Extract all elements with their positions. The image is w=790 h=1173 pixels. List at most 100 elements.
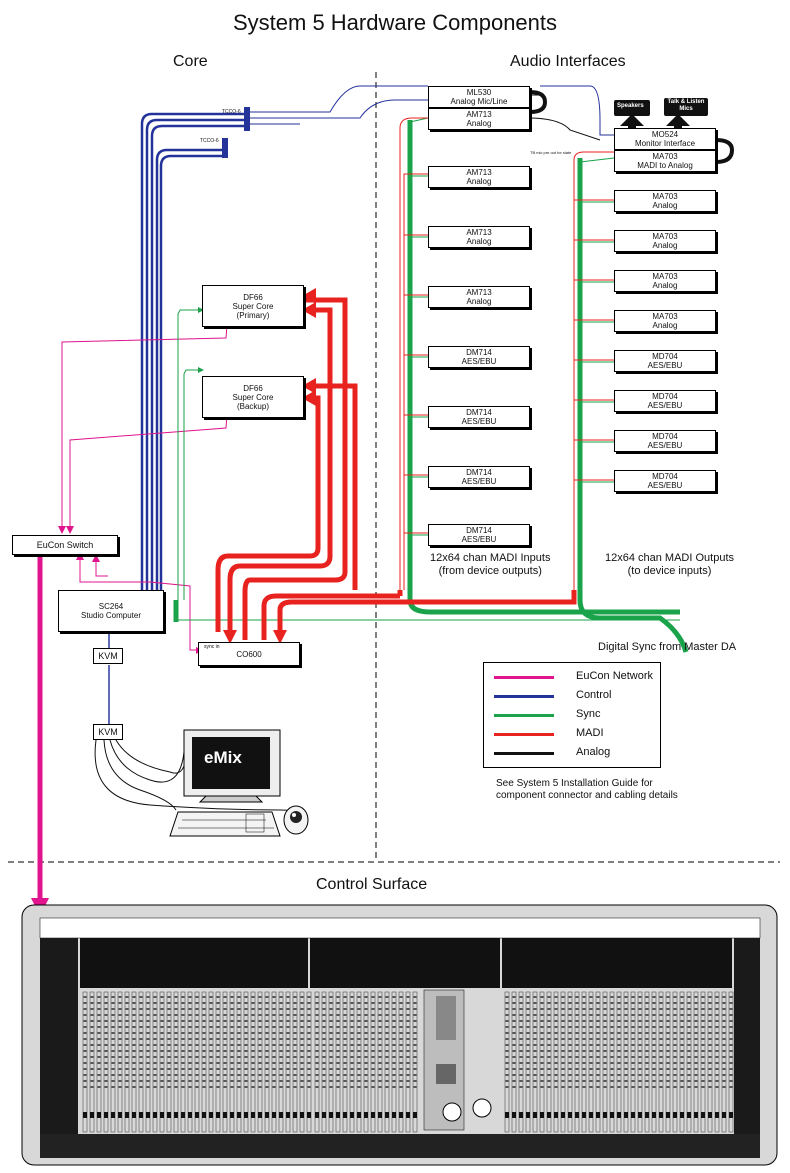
channel-strip <box>131 991 137 1133</box>
channel-strip <box>602 991 608 1133</box>
channel-strip <box>243 991 249 1133</box>
fader-cap <box>392 1112 396 1118</box>
fader-cap <box>216 1112 220 1118</box>
channel-strip <box>208 991 214 1133</box>
madi-outputs-line2: (to device inputs) <box>627 565 712 577</box>
channel-strip <box>138 991 144 1133</box>
eucon-switch-box: EuCon Switch <box>12 535 118 555</box>
audio-unit-right-model: MD704 <box>652 432 678 441</box>
fader-cap <box>399 1112 403 1118</box>
audio-unit-right-model: MA703 <box>652 272 678 281</box>
fader-cap <box>554 1112 558 1118</box>
channel-strip <box>328 991 334 1133</box>
audio-unit-left-model: DM714 <box>466 348 492 357</box>
fader-cap <box>97 1112 101 1118</box>
channel-strips <box>82 991 734 1133</box>
audio-unit-left-model: DM714 <box>466 408 492 417</box>
channel-strip <box>110 991 116 1133</box>
fader-cap <box>540 1112 544 1118</box>
df66-backup-role: (Backup) <box>236 401 269 411</box>
channel-strip <box>89 991 95 1133</box>
channel-strip <box>321 991 327 1133</box>
channel-strip <box>384 991 390 1133</box>
channel-strip <box>363 991 369 1133</box>
co600-label: CO600 <box>236 649 262 659</box>
df66-backup-name: Super Core <box>232 392 274 402</box>
fader-cap <box>237 1112 241 1118</box>
channel-strip <box>285 991 291 1133</box>
df66-primary-name: Super Core <box>232 301 274 311</box>
audio-unit-left-type: AES/EBU <box>461 357 497 366</box>
control-surface-section-label: Control Surface <box>316 876 428 893</box>
audio-unit-right-model: MD704 <box>652 352 678 361</box>
audio-unit-right-type: Analog <box>652 241 678 250</box>
channel-strip <box>665 991 671 1133</box>
fader-cap <box>181 1112 185 1118</box>
sc264-name: Studio Computer <box>80 611 142 620</box>
legend-row: MADI <box>484 726 660 742</box>
emix-monitor <box>183 729 281 803</box>
fader-cap <box>645 1112 649 1118</box>
audio-unit-right-model: MA703 <box>652 232 678 241</box>
audio-unit-right-model: MD704 <box>652 472 678 481</box>
channel-strip <box>236 991 242 1133</box>
talk-listen-label: Talk & Listen Mics <box>667 99 705 112</box>
audio-unit-right-type: Analog <box>652 321 678 330</box>
fader-cap <box>293 1112 297 1118</box>
audio-unit-left-type: AES/EBU <box>461 477 497 486</box>
channel-strip <box>630 991 636 1133</box>
legend-label: Control <box>576 689 612 701</box>
channel-strip <box>595 991 601 1133</box>
fader-cap <box>258 1112 262 1118</box>
fader-cap <box>582 1112 586 1118</box>
legend-swatch <box>494 752 554 755</box>
channel-strip <box>222 991 228 1133</box>
fader-cap <box>167 1112 171 1118</box>
fader-cap <box>265 1112 269 1118</box>
fader-cap <box>202 1112 206 1118</box>
audio-unit-left-model: ML530 <box>466 88 492 97</box>
fader-cap <box>174 1112 178 1118</box>
audio-interfaces-section-label: Audio Interfaces <box>510 53 626 70</box>
fader-cap <box>209 1112 213 1118</box>
df66-primary-role: (Primary) <box>236 310 270 320</box>
channel-strip <box>335 991 341 1133</box>
fader-cap <box>272 1112 276 1118</box>
fader-cap <box>350 1112 354 1118</box>
audio-unit-left-model: AM713 <box>466 288 492 297</box>
channel-strip <box>166 991 172 1133</box>
audio-unit-right-type: AES/EBU <box>647 481 683 490</box>
channel-strip <box>574 991 580 1133</box>
channel-strip <box>342 991 348 1133</box>
audio-unit-left-type: Analog <box>466 297 492 306</box>
channel-strip <box>124 991 130 1133</box>
channel-strip <box>187 991 193 1133</box>
audio-unit-right-model: MA703 <box>652 152 678 161</box>
fader-cap <box>505 1112 509 1118</box>
audio-unit-left-type: Analog <box>466 177 492 186</box>
sc264-box: SC264 Studio Computer <box>58 590 164 632</box>
channel-strip <box>145 991 151 1133</box>
channel-strip <box>292 991 298 1133</box>
audio-unit-right-model: MD704 <box>652 392 678 401</box>
fader-cap <box>322 1112 326 1118</box>
speakers-label: Speakers <box>617 103 644 109</box>
fader-cap <box>680 1112 684 1118</box>
channel-strip <box>672 991 678 1133</box>
audio-unit-left-model: AM713 <box>466 110 492 119</box>
audio-unit-right-type: MADI to Analog <box>637 161 693 170</box>
fader-cap <box>603 1112 607 1118</box>
fader-cap <box>300 1112 304 1118</box>
fader-cap <box>729 1112 733 1118</box>
emix-label: eMix <box>204 748 242 767</box>
audio-unit-left-type: AES/EBU <box>461 417 497 426</box>
channel-strip <box>306 991 312 1133</box>
